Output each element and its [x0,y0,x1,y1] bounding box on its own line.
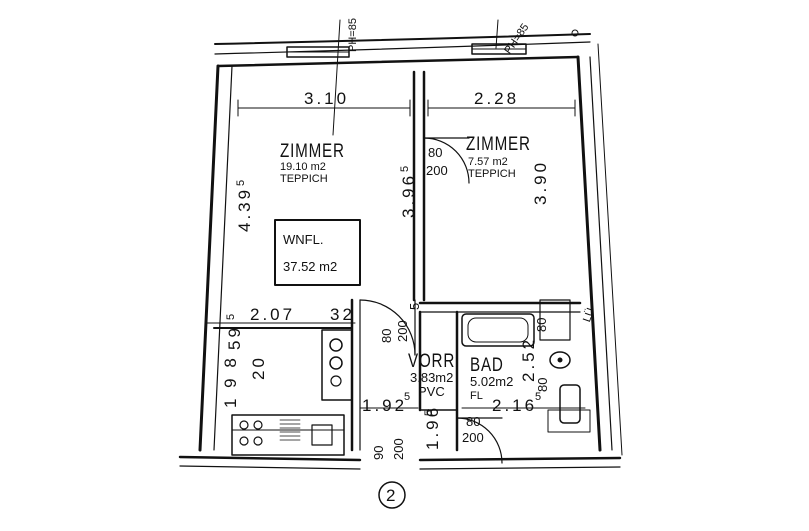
dim-w-zimmer1: 3.10 [304,89,350,108]
bad-80b: 80 [535,377,550,392]
dim-kitchen-59: 59 [225,325,244,350]
door1-sup: 5 [407,302,422,310]
room-name-vorr: VORR. [408,351,461,372]
left-wall [198,64,220,452]
door-swing-bad [456,417,503,464]
door-swing-zimmer2 [423,137,470,184]
door1-width: 80 [379,328,394,343]
room-name-zimmer1: ZIMMER [280,141,345,162]
door1-height: 200 [395,320,410,342]
dim-h-zimmer1-sup: 5 [235,179,247,186]
top-facade-line [214,33,591,45]
dim-w-kitchen2: 32 [330,305,355,324]
room-floor-bad: FL [470,390,483,402]
dim-bad-w: 2.16 [492,396,538,415]
stove [321,329,353,401]
room-name-zimmer2: ZIMMER [466,134,531,155]
bottom-wall [178,455,362,462]
dim-w-zimmer2: 2.28 [474,89,520,108]
room-floor-vorr: PVC [418,384,445,399]
dim-w-kitchen: 2.07 [250,305,296,324]
room-area-zimmer1: 19.10 m2 [280,161,326,173]
door3-height: 200 [462,430,484,445]
dim-bad-h: 2.52 [519,336,538,382]
top-facade-line-inner [214,41,591,55]
wnfl-label: WNFL. [283,232,324,247]
wnfl-value: 37.52 m2 [283,259,338,274]
dim-kitchen-5: 5 [225,313,237,320]
bathtub [461,313,535,347]
entrance-marker [378,481,406,509]
sink [549,351,571,369]
room-floor-zimmer1: TEPPICH [280,173,328,185]
door5-width: 90 [371,445,386,460]
door2-width: 80 [428,145,443,160]
dim-h-mid: 3.96 [399,172,418,218]
dim-h-mid-sup: 5 [399,165,411,172]
dim-kitchen-20: 20 [249,355,268,380]
door2-height: 200 [426,163,448,178]
dim-vorr-h-sup: 5 [423,409,435,416]
room-name-bad: BAD [470,355,504,376]
dim-h-zimmer2: 3.90 [531,159,550,205]
window-label-left: PH=85 [347,18,359,52]
door3-width: 80 [466,414,481,429]
bad-80a: 80 [534,317,549,332]
kitchen-counter [231,414,345,456]
dim-kitchen-198: 1 9 8 [221,355,240,408]
dim-bad-w-sup: 5 [535,391,542,403]
wnfl-box [274,219,361,286]
top-wall-inner [216,55,580,68]
entrance-number: 2 [386,486,396,505]
room-floor-zimmer2: TEPPICH [468,168,516,180]
door5-height: 200 [391,438,406,460]
toilet [559,384,581,424]
dim-h-zimmer1: 4.39 [235,186,254,232]
room-area-bad: 5.02m2 [470,374,514,389]
dim-vorr-w-sup: 5 [404,391,411,403]
dim-vorr-w: 1.92 [362,396,408,415]
right-wall [576,55,602,452]
room-area-vorr: 3.83m2 [410,370,454,385]
room-area-zimmer2: 7.57 m2 [468,156,508,168]
door-swing-vorr [359,299,416,356]
